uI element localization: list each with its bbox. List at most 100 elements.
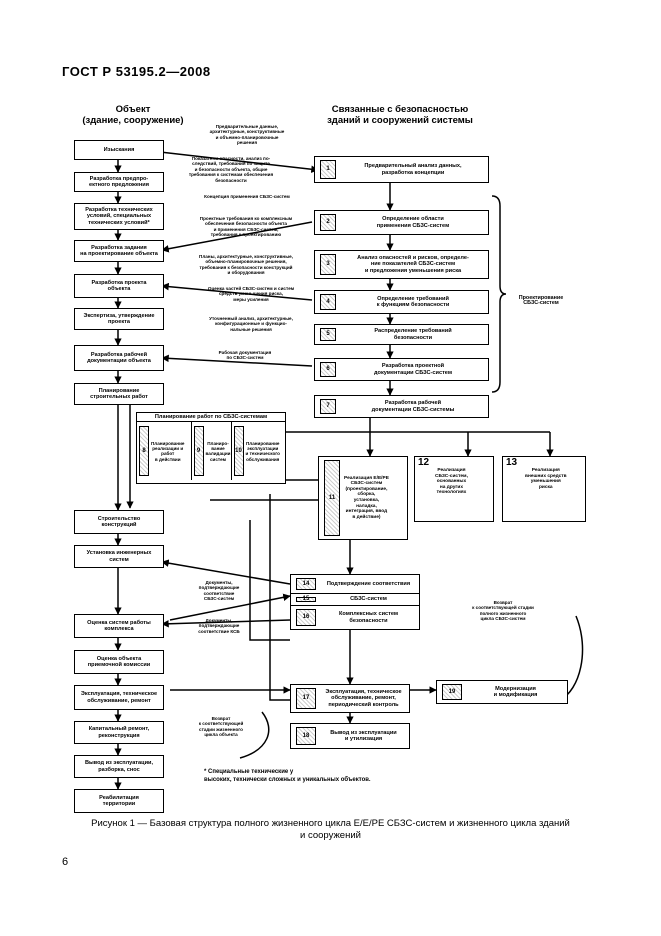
- flow-note: Документы, подтверждающие соответствие К…: [198, 618, 240, 634]
- phase-label: Разработка проектной документации СБЗС-с…: [374, 363, 452, 376]
- phase-label: Разработка рабочей документации СБЗС-сис…: [371, 400, 455, 413]
- flow-note: Планы, архитектурные, конструктивные, об…: [199, 254, 293, 276]
- stage-label: Разработка проекта объекта: [91, 279, 147, 292]
- planning-sub-10: 10 Планирование эксплуатации и техническ…: [232, 422, 286, 480]
- stage-label: Разработка предпро- ектного предложения: [88, 175, 150, 188]
- stage-label: Строительство конструкций: [97, 515, 141, 528]
- phase-number: 4: [320, 294, 336, 310]
- left-column-title: Объект (здание, сооружение): [82, 104, 184, 126]
- phase-number: 2: [320, 214, 336, 231]
- phase-18-box: 18 Вывод из эксплуатации и утилизация: [290, 723, 410, 749]
- planning-sub-9: 9 Планиро- вание валидации систем: [192, 422, 232, 481]
- stage-label: Изыскания: [103, 146, 135, 153]
- phase-5-box: 5 Распределение требований безопасности: [314, 324, 489, 345]
- phase-15-box: 15 СБЗС-систем: [290, 594, 420, 606]
- stage-construction: Строительство конструкций: [74, 510, 164, 534]
- flow-note: Концепция применения СБЗС-систем: [204, 194, 290, 199]
- flow-note: Оценка частей СБЗС-систем и систем средс…: [207, 286, 295, 302]
- phase-label: Определение области применения СБЗС-сист…: [376, 216, 450, 229]
- figure-caption: Рисунок 1 — Базовая структура полного жи…: [91, 818, 570, 841]
- phase-label: Распределение требований безопасности: [374, 328, 452, 341]
- phase-number: 12: [418, 457, 430, 468]
- phase-number: 10: [233, 426, 244, 477]
- phase-number: 5: [320, 328, 336, 341]
- phase-6-box: 6 Разработка проектной документации СБЗС…: [314, 358, 489, 381]
- phase-14-box: 14 Подтверждение соответствия: [290, 574, 420, 594]
- phase-11-box: 11 Реализация Е/Е/РЕ СБЗС-систем (проект…: [318, 456, 408, 540]
- stage-systems-evaluation: Оценка систем работы комплекса: [74, 614, 164, 638]
- stage-label: Разработка технических условий, специаль…: [85, 206, 153, 226]
- phase-13-box: 13 Реализация внешних средств уменьшения…: [502, 456, 586, 522]
- phase-number: 11: [324, 460, 340, 536]
- phase-16-box: 16 Комплексных систем безопасности: [290, 606, 420, 630]
- flow-note: Показатели опасности, анализ по- следств…: [188, 156, 274, 183]
- phase-label: Реализация СБЗС-систем, основанных на др…: [435, 468, 468, 496]
- stage-label: Оценка систем работы комплекса: [87, 619, 151, 632]
- stage-label: Капитальный ремонт, реконструкция: [88, 726, 150, 739]
- stage-pre-project: Разработка предпро- ектного предложения: [74, 172, 164, 192]
- phase-number: 6: [320, 362, 336, 377]
- stage-technical-conditions: Разработка технических условий, специаль…: [74, 203, 164, 230]
- stage-label: Планирование строительных работ: [90, 387, 148, 400]
- planning-title: Планирование работ по СБЗС-системам: [137, 413, 285, 423]
- design-brace-label: Проектирование СБЗС-систем: [518, 295, 564, 307]
- flow-note: Предварительные данные, архитектурные, к…: [209, 124, 285, 146]
- document-header: ГОСТ Р 53195.2—2008: [62, 64, 211, 79]
- stage-label: Разработка задания на проектирование объ…: [80, 244, 158, 257]
- return-note-sbzs: Возврат к соответствующей стадии полного…: [472, 600, 534, 622]
- flow-note: Проектные требования ко комплексным обес…: [199, 216, 293, 238]
- phase-number: 15: [296, 596, 316, 602]
- phase-17-box: 17 Эксплуатация, техническое обслуживани…: [290, 684, 410, 713]
- phase-4-box: 4 Определение требований к функциям безо…: [314, 290, 489, 314]
- phase-number: 9: [193, 426, 204, 477]
- stage-label: Эксплуатация, техническое обслуживание, …: [80, 691, 158, 704]
- phase-number: 1: [320, 160, 336, 179]
- phase-label: Предварительный анализ данных, разработк…: [364, 163, 462, 176]
- flow-note: Рабочая документация по СБЗС-систем: [218, 350, 272, 361]
- flow-note: Документы, подтверждающие соответствие С…: [198, 580, 240, 602]
- phase-number: 17: [296, 688, 316, 709]
- stage-major-repair: Капитальный ремонт, реконструкция: [74, 721, 164, 744]
- phase-2-box: 2 Определение области применения СБЗС-си…: [314, 210, 489, 235]
- right-column-title: Связанные с безопасностью зданий и соору…: [327, 104, 473, 126]
- phase-label: Реализация Е/Е/РЕ СБЗС-систем (проектиро…: [344, 475, 389, 520]
- stage-construction-planning: Планирование строительных работ: [74, 383, 164, 405]
- phase-label: Подтверждение соответствия: [326, 580, 411, 587]
- planning-sub-8: 8 Планирование реализации и работ в дейс…: [137, 422, 192, 481]
- stage-label: Реабилитация территории: [99, 794, 139, 807]
- phase-label: Определение требований к функциям безопа…: [376, 295, 450, 308]
- phase-number: 3: [320, 254, 336, 275]
- phase-label: Модернизация и модификация: [493, 685, 538, 698]
- page-number: 6: [62, 856, 69, 868]
- phase-number: 8: [139, 426, 149, 477]
- phase-number: 7: [320, 399, 336, 414]
- stage-rehabilitation: Реабилитация территории: [74, 789, 164, 813]
- stage-label: Разработка рабочей документации объекта: [87, 351, 151, 364]
- phase-label: Комплексных систем безопасности: [338, 611, 399, 624]
- stage-design-assignment: Разработка задания на проектирование объ…: [74, 240, 164, 262]
- phase-number: 19: [442, 684, 462, 700]
- return-note-object: Возврат к соответствующей стадии жизненн…: [198, 716, 244, 738]
- phase-label: СБЗС-систем: [350, 596, 387, 603]
- stage-surveys: Изыскания: [74, 140, 164, 160]
- stage-engineering-install: Установка инженерных систем: [74, 545, 164, 568]
- stage-label: Экспертиза, утверждение проекта: [83, 312, 155, 325]
- phase-label: Реализация внешних средств уменьшения ри…: [525, 468, 567, 490]
- phase-label: Планирование эксплуатации и технического…: [245, 441, 280, 462]
- phase-1-box: 1 Предварительный анализ данных, разрабо…: [314, 156, 489, 183]
- phase-label: Эксплуатация, техническое обслуживание, …: [325, 688, 402, 708]
- stage-acceptance: Оценка объекта приемочной комиссии: [74, 650, 164, 674]
- stage-expertise: Экспертиза, утверждение проекта: [74, 308, 164, 330]
- phase-19-box: 19 Модернизация и модификация: [436, 680, 568, 704]
- phase-number: 14: [296, 578, 316, 590]
- phase-label: Анализ опасностей и рисков, определе- ни…: [357, 254, 469, 274]
- stage-label: Оценка объекта приемочной комиссии: [87, 655, 151, 668]
- flow-note: Уточненный анализ, архитектурные, конфиг…: [209, 316, 293, 332]
- phase-number: 16: [296, 609, 316, 626]
- stage-working-docs: Разработка рабочей документации объекта: [74, 345, 164, 371]
- phase-12-box: 12 Реализация СБЗС-систем, основанных на…: [414, 456, 494, 522]
- stage-label: Установка инженерных систем: [86, 550, 152, 563]
- phase-label: Вывод из эксплуатации и утилизация: [330, 729, 397, 742]
- footnote: * Специальные технические у высоких, тех…: [204, 769, 371, 783]
